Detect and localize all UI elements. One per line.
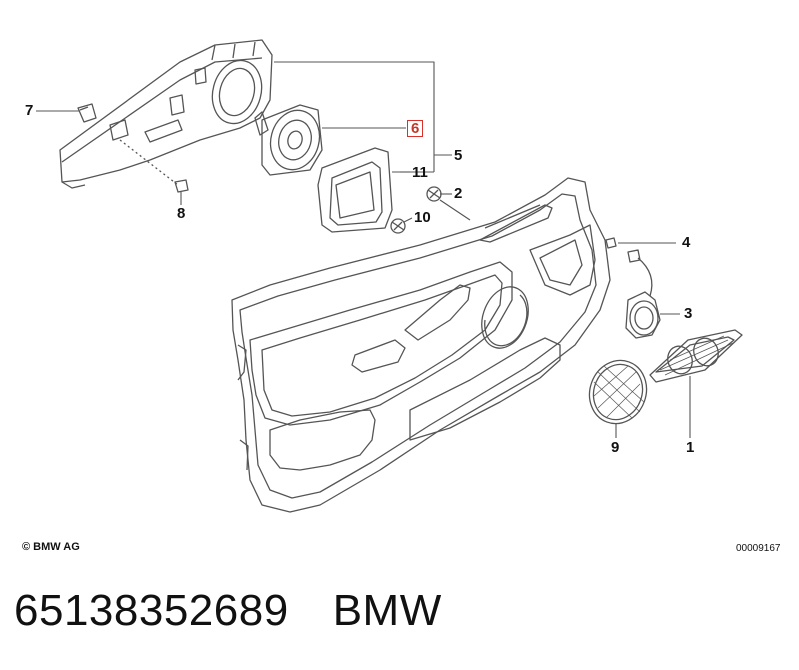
grille-1 bbox=[649, 329, 743, 383]
callout-3: 3 bbox=[684, 305, 693, 322]
callout-8: 8 bbox=[177, 205, 186, 222]
callout-7: 7 bbox=[25, 102, 34, 119]
door-trim-panel bbox=[231, 177, 611, 513]
leader-lines bbox=[36, 61, 691, 438]
screw-8 bbox=[119, 139, 189, 193]
diagram-id: 00009167 bbox=[736, 543, 781, 554]
clip-10 bbox=[390, 218, 406, 234]
callout-9: 9 bbox=[611, 439, 620, 456]
clip-2 bbox=[426, 186, 442, 202]
callout-10: 10 bbox=[414, 209, 431, 226]
speaker-6 bbox=[254, 104, 323, 176]
callout-2: 2 bbox=[454, 185, 463, 202]
callout-11: 11 bbox=[412, 164, 428, 181]
footer: 65138352689 BMW bbox=[14, 586, 442, 636]
bezel-11 bbox=[317, 147, 393, 233]
grille-9 bbox=[588, 359, 648, 425]
callout-4: 4 bbox=[682, 234, 691, 251]
copyright-text: © BMW AG bbox=[22, 541, 80, 553]
callout-5: 5 bbox=[454, 147, 463, 164]
callout-6: 6 bbox=[407, 120, 424, 137]
tweeter-3 bbox=[625, 291, 661, 339]
screw-7 bbox=[77, 103, 97, 123]
speaker-housing bbox=[59, 39, 273, 189]
brand-name: BMW bbox=[332, 586, 442, 635]
callout-1: 1 bbox=[686, 439, 695, 456]
part-number: 65138352689 bbox=[14, 586, 289, 635]
clip-4 bbox=[605, 237, 653, 297]
